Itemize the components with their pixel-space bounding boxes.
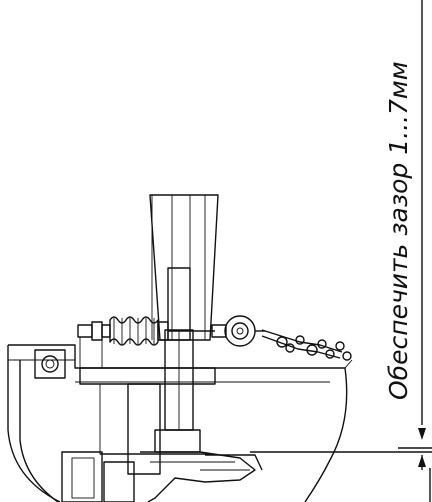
housing [7,344,353,502]
bracket [61,367,216,502]
bolt-head [34,349,66,379]
eye-bolt [211,315,265,347]
chain-linkage [261,329,352,361]
dimension-line [250,0,432,502]
spring-assembly [77,316,215,368]
bolt-icon [41,355,59,373]
tine-shaft [149,194,219,453]
blade [140,451,263,502]
eye-ring-icon [224,315,256,347]
clearance-note: Обеспечить зазор 1...7мм [384,61,413,400]
